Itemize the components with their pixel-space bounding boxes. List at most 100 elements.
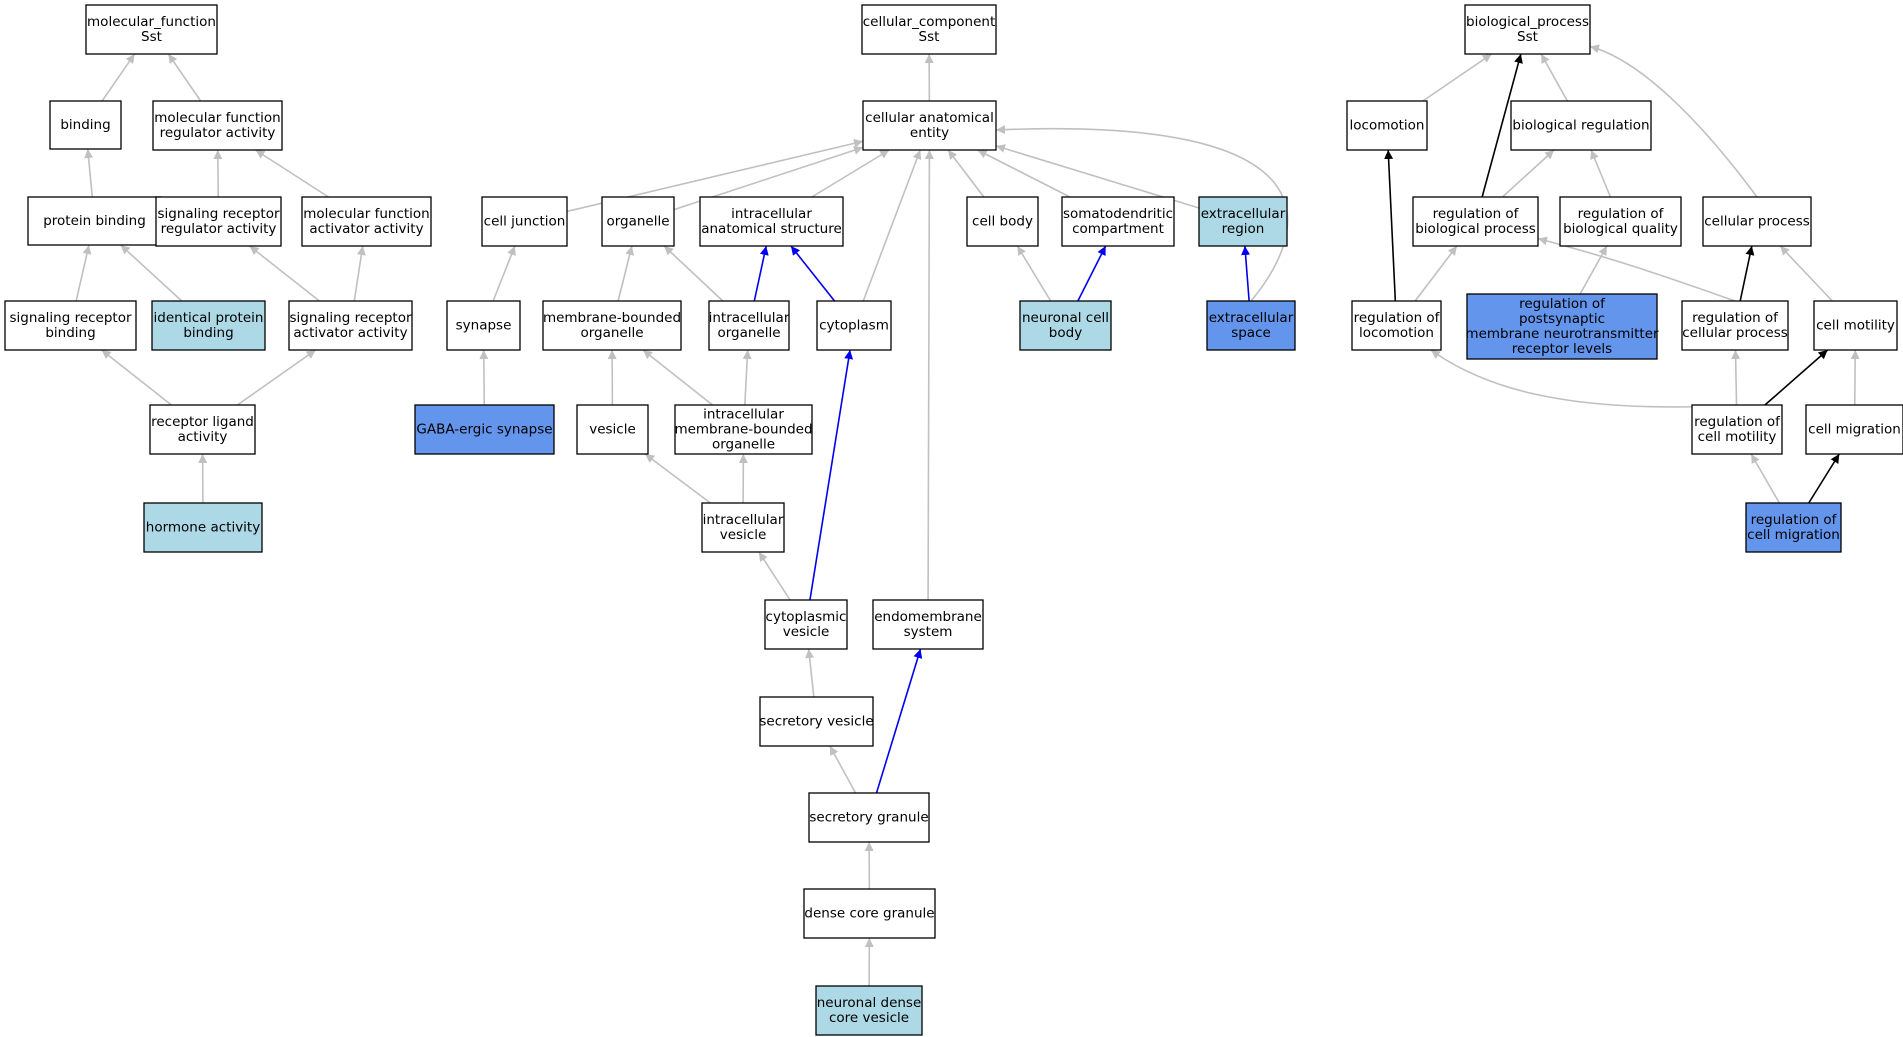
- node-label: activator activity: [293, 325, 407, 341]
- node-label: intracellular: [703, 512, 784, 528]
- node-box: [966, 196, 1039, 247]
- node-cell-motility[interactable]: cell motility: [1813, 300, 1898, 351]
- node-cytoplasm[interactable]: cytoplasm: [816, 300, 892, 351]
- node-synapse[interactable]: synapse: [446, 300, 521, 351]
- node-label: entity: [910, 125, 949, 141]
- node-label: signaling receptor: [157, 206, 280, 222]
- node-box: [446, 300, 521, 351]
- node-box: [1198, 196, 1288, 247]
- node-locomotion[interactable]: locomotion: [1346, 100, 1428, 151]
- node-label: membrane-bounded: [674, 422, 812, 438]
- node-dense-core-granule[interactable]: dense core granule: [803, 888, 936, 939]
- node-label: cellular process: [1682, 325, 1788, 341]
- node-box: [816, 300, 892, 351]
- edge-rocmig-to-rocm: [1750, 453, 1781, 504]
- node-cell-junction[interactable]: cell junction: [481, 196, 568, 247]
- node-box: [49, 100, 122, 150]
- node-biological-regulation[interactable]: biological regulation: [1510, 100, 1652, 151]
- node-label: intracellular: [709, 310, 790, 326]
- edge-rocp-to-robp: [1537, 236, 1736, 302]
- node-label: vesicle: [720, 527, 767, 543]
- edge-srb-to-protbind: [75, 244, 92, 302]
- node-box: [155, 196, 282, 247]
- node-label: activity: [178, 429, 228, 445]
- node-gaba-ergic-synapse[interactable]: GABA-ergic synapse: [414, 404, 555, 455]
- edge-rol-to-robp: [1414, 245, 1458, 302]
- node-box: [701, 502, 785, 553]
- edge-extspace-to-cae: [995, 125, 1289, 302]
- node-vesicle[interactable]: vesicle: [576, 404, 649, 455]
- node-label: regulation of: [1519, 296, 1606, 312]
- edge-cytoplasm-to-cae: [862, 149, 922, 302]
- node-organelle[interactable]: organelle: [601, 196, 675, 247]
- node-box: [601, 196, 675, 247]
- edge-ropmnrl-to-robq: [1579, 245, 1608, 295]
- edge-locomotion-to-bp: [1422, 53, 1493, 102]
- node-label: compartment: [1072, 221, 1164, 237]
- node-box: [1464, 4, 1591, 55]
- node-secretory-vesicle[interactable]: secretory vesicle: [759, 696, 874, 747]
- node-label: biological_process: [1466, 14, 1589, 30]
- node-box: [85, 4, 218, 55]
- node-box: [1510, 100, 1652, 151]
- node-label: activator activity: [309, 221, 423, 237]
- node-cell-body[interactable]: cell body: [966, 196, 1039, 247]
- node-box: [764, 599, 848, 650]
- node-box: [803, 888, 936, 939]
- node-cell-migration[interactable]: cell migration: [1805, 404, 1903, 455]
- edge-rla-to-sraa: [236, 349, 317, 406]
- edge-mbo-to-organelle: [617, 245, 635, 302]
- node-label: hormone activity: [146, 520, 260, 536]
- node-label: organelle: [712, 437, 775, 453]
- node-label: biological process: [1415, 221, 1536, 237]
- node-box: [1559, 196, 1682, 247]
- node-label: binding: [45, 325, 95, 341]
- node-label: system: [904, 624, 953, 640]
- node-binding[interactable]: binding: [49, 100, 122, 150]
- edge-mfra-to-mf: [167, 53, 202, 102]
- node-box: [1702, 196, 1812, 247]
- node-secretory-granule[interactable]: secretory granule: [808, 792, 930, 843]
- node-label: regulator activity: [161, 221, 277, 237]
- edge-secgran-to-endo: [875, 648, 923, 794]
- node-hormone-activity[interactable]: hormone activity: [143, 502, 263, 553]
- node-protein-binding[interactable]: protein binding: [27, 196, 162, 246]
- node-label: molecular_function: [87, 14, 216, 30]
- node-cellular-process[interactable]: cellular process: [1702, 196, 1812, 247]
- node-label: region: [1222, 221, 1265, 237]
- node-label: locomotion: [1350, 118, 1425, 134]
- edge-imbo-to-mbo: [642, 349, 714, 406]
- edge-bioreg-to-bp: [1540, 53, 1569, 102]
- edge-gaba-to-synapse: [479, 349, 489, 406]
